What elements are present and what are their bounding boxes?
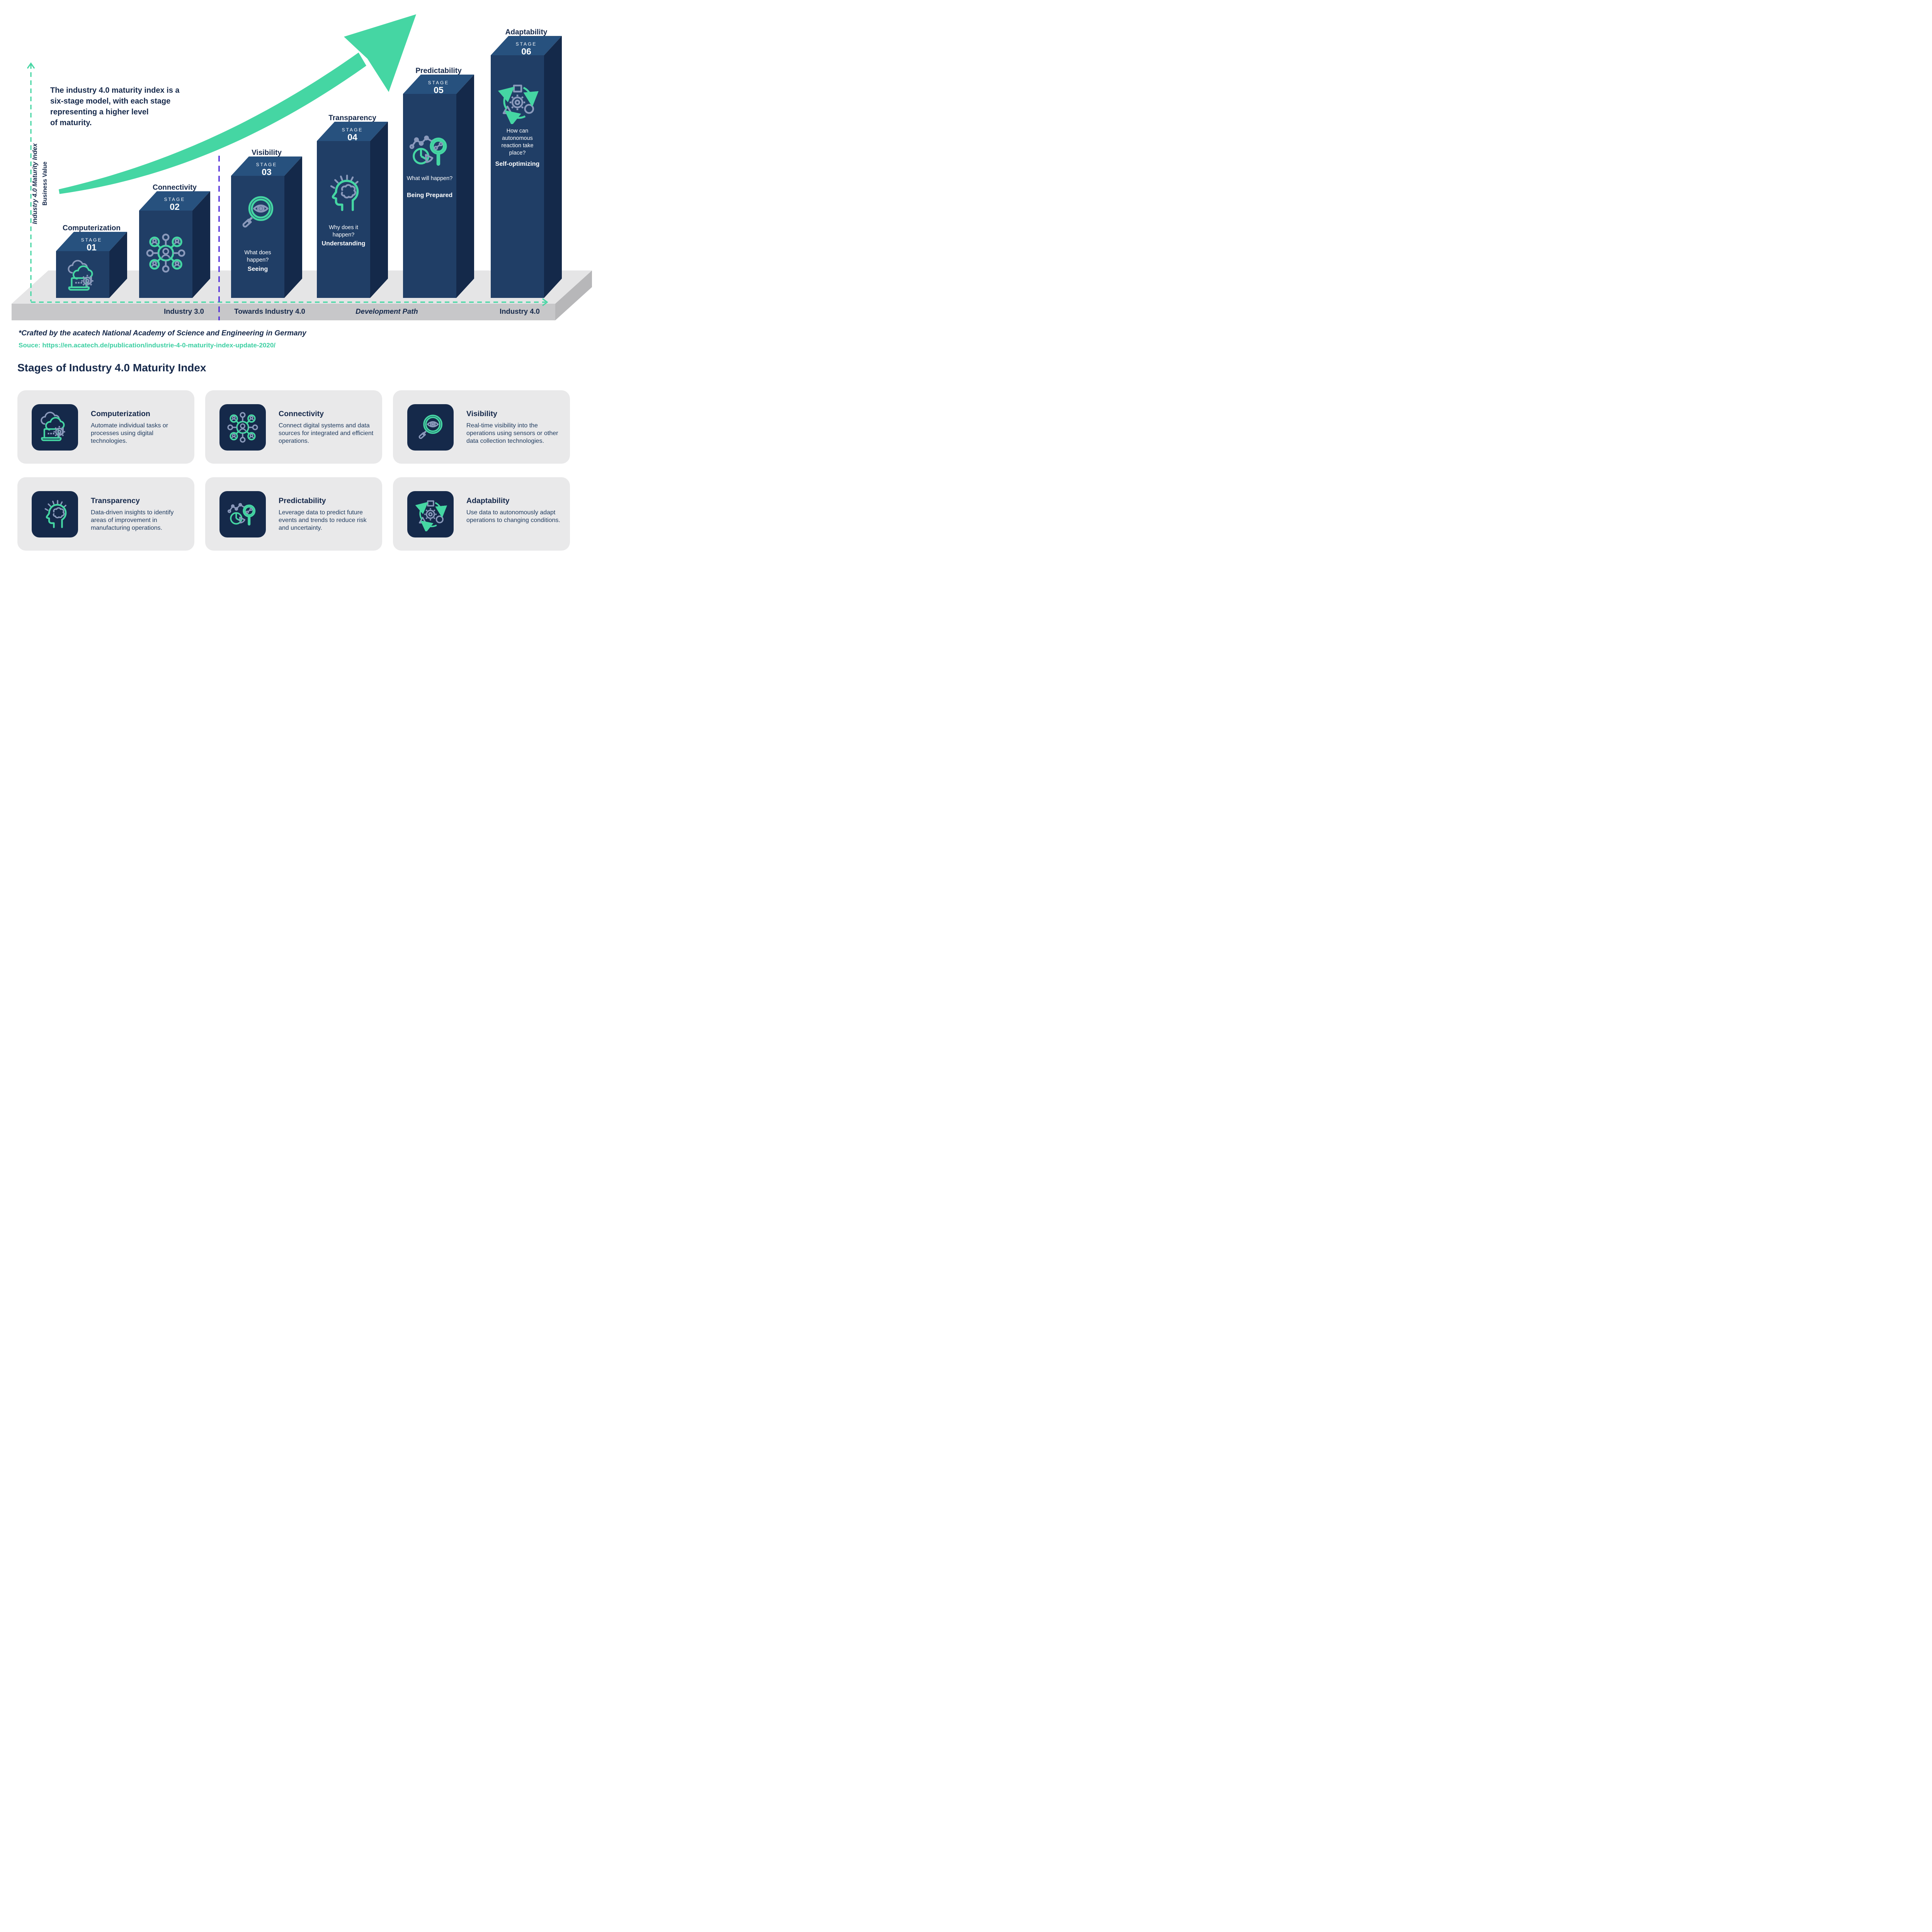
card-title: Predictability xyxy=(279,497,326,505)
card-description: Connect digital systems and data sources… xyxy=(279,422,374,444)
card-description: Data-driven insights to identify areas o… xyxy=(91,509,174,531)
y-axis-line xyxy=(27,62,35,301)
card-title: Computerization xyxy=(91,410,150,418)
visibility-icon xyxy=(407,404,454,451)
bar-stage-4 xyxy=(317,122,388,298)
stage-4-tag: STAGE 04 xyxy=(342,127,363,142)
stage-1-tag: STAGE 01 xyxy=(81,237,102,252)
baseline-label-industry-30: Industry 3.0 xyxy=(164,307,204,315)
stage-3-keyword: Seeing xyxy=(247,266,268,272)
stage-6-keyword: Self-optimizing xyxy=(495,161,540,167)
connectivity-icon xyxy=(219,404,266,451)
baseline-label-towards-industry-40: Towards Industry 4.0 xyxy=(234,307,305,315)
card-description: Leverage data to predict future events a… xyxy=(279,509,367,531)
card-connectivity: Connectivity Connect digital systems and… xyxy=(205,390,382,464)
card-title: Transparency xyxy=(91,497,140,505)
source-url: Souce: https://en.acatech.de/publication… xyxy=(19,342,276,349)
bar-stage-1 xyxy=(56,232,127,298)
adaptability-icon xyxy=(407,491,454,537)
stage-5-keyword: Being Prepared xyxy=(406,192,453,199)
card-predictability: Predictability Leverage data to predict … xyxy=(205,477,382,551)
predictability-icon xyxy=(219,491,266,537)
stage-3-title: Visibility xyxy=(252,149,282,157)
stage-6-title: Adaptability xyxy=(505,28,548,36)
bar-stage-6 xyxy=(491,36,562,298)
intro-text: The industry 4.0 maturity index is a six… xyxy=(50,86,180,127)
credit-note: *Crafted by the acatech National Academy… xyxy=(19,329,306,337)
connectivity-icon xyxy=(144,231,187,275)
stage-2-title: Connectivity xyxy=(152,184,197,192)
card-adaptability: Adaptability Use data to autonomously ad… xyxy=(393,477,570,551)
baseline-label-development-path: Development Path xyxy=(355,307,418,315)
stage-2-tag: STAGE 02 xyxy=(164,197,185,212)
stage-6-tag: STAGE 06 xyxy=(515,41,537,56)
stage-3-question: What does happen? xyxy=(244,250,271,263)
computerization-icon xyxy=(32,404,78,451)
card-description: Real-time visibility into the operations… xyxy=(466,422,558,444)
growth-arrow xyxy=(59,14,416,194)
transparency-icon xyxy=(321,171,366,215)
card-title: Connectivity xyxy=(279,410,324,418)
y-axis-label-maturity-index: Industry 4.0 Maturity Index xyxy=(31,143,39,224)
infographic-page: The industry 4.0 maturity index is a six… xyxy=(0,0,603,560)
card-transparency: Transparency Data-driven insights to ide… xyxy=(17,477,194,551)
section-title: Stages of Industry 4.0 Maturity Index xyxy=(17,362,206,374)
card-description: Automate individual tasks or processes u… xyxy=(91,422,168,444)
baseline-label-industry-40: Industry 4.0 xyxy=(500,307,540,315)
card-title: Visibility xyxy=(466,410,497,418)
stage-1-title: Computerization xyxy=(63,224,121,232)
bar-stage-5 xyxy=(403,75,474,298)
stage-4-keyword: Understanding xyxy=(321,240,366,247)
card-description: Use data to autonomously adapt operation… xyxy=(466,509,560,524)
transparency-icon xyxy=(32,491,78,537)
bar-stage-2 xyxy=(139,191,210,298)
card-title: Adaptability xyxy=(466,497,510,505)
predictability-icon xyxy=(407,128,452,173)
stage-6-question: How can autonomous reaction take place? xyxy=(501,128,534,156)
card-visibility: Visibility Real-time visibility into the… xyxy=(393,390,570,464)
stage-5-title: Predictability xyxy=(415,67,462,75)
card-computerization: Computerization Automate individual task… xyxy=(17,390,194,464)
stage-5-question: What will happen? xyxy=(406,175,453,182)
stage-5-tag: STAGE 05 xyxy=(428,80,449,95)
stage-4-title: Transparency xyxy=(328,114,376,122)
x-axis-line xyxy=(31,298,548,306)
visibility-icon xyxy=(236,190,280,235)
stage-4-question: Why does it happen? xyxy=(329,224,358,238)
y-axis-label-business-value: Business Value xyxy=(42,162,48,206)
adaptability-icon xyxy=(496,81,539,124)
computerization-icon xyxy=(65,259,100,294)
stage-3-tag: STAGE 03 xyxy=(256,162,277,177)
